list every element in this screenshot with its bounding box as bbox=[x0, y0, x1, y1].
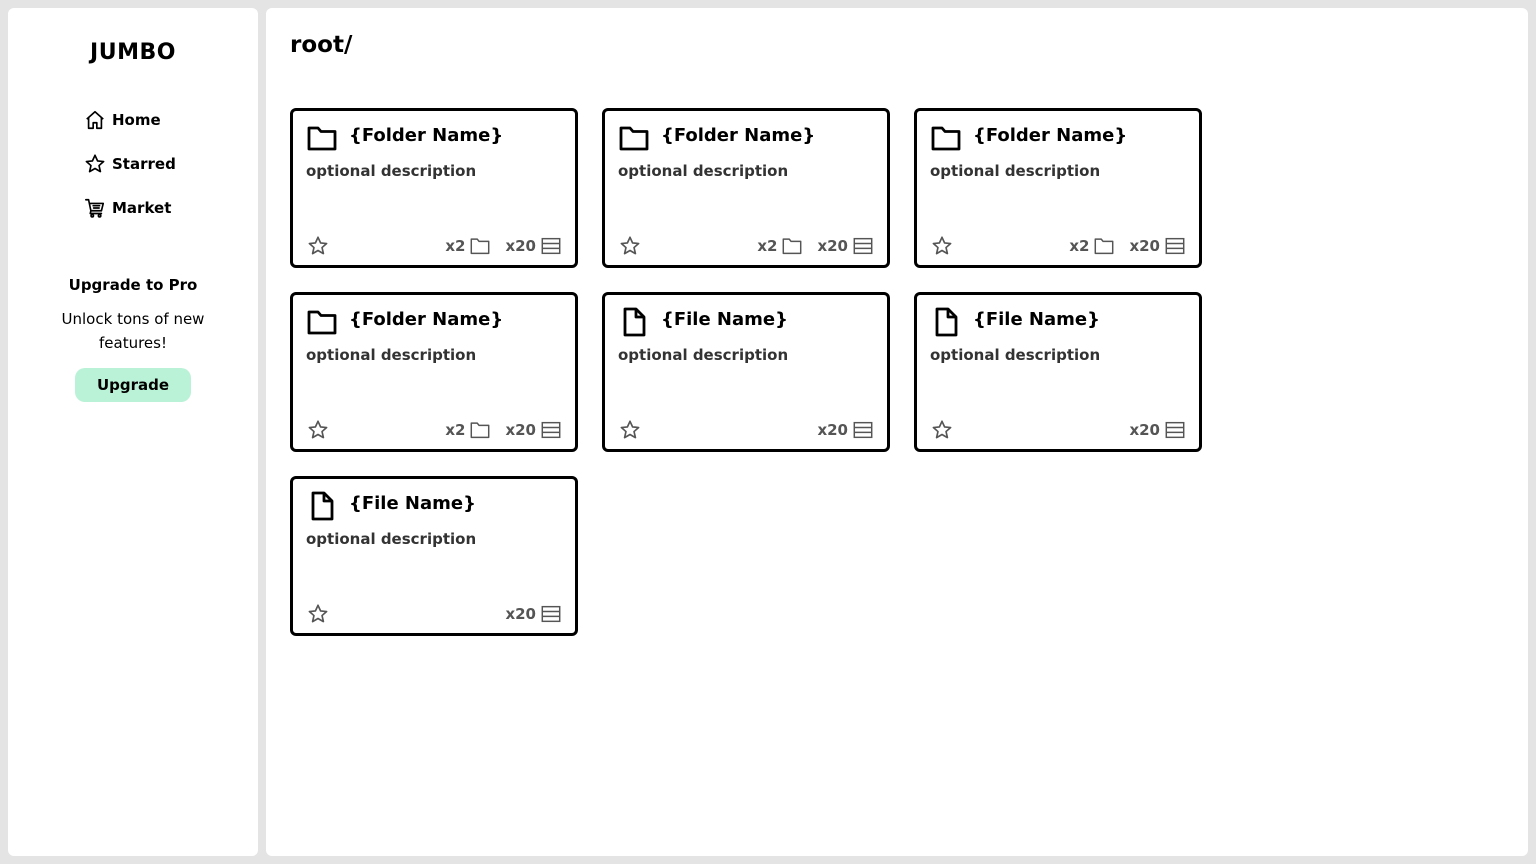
card-stats: x2 x20 bbox=[757, 234, 874, 258]
entry-count: x20 bbox=[1129, 421, 1160, 439]
list-icon bbox=[541, 605, 561, 623]
list-icon bbox=[541, 237, 561, 255]
folder-card[interactable]: {Folder Name} optional description x2 x2… bbox=[290, 292, 578, 452]
list-icon bbox=[1165, 421, 1185, 439]
main-content: root/ {Folder Name} optional description… bbox=[266, 8, 1528, 856]
cart-icon bbox=[85, 198, 105, 218]
entry-count: x20 bbox=[817, 421, 848, 439]
folder-card[interactable]: {Folder Name} optional description x2 x2… bbox=[602, 108, 890, 268]
star-icon[interactable] bbox=[931, 419, 953, 441]
star-icon[interactable] bbox=[307, 603, 329, 625]
card-stats: x2 x20 bbox=[1069, 234, 1186, 258]
list-icon bbox=[853, 421, 873, 439]
file-icon bbox=[623, 307, 646, 337]
folder-icon bbox=[307, 126, 337, 151]
folder-count: x2 bbox=[445, 237, 466, 255]
home-icon bbox=[86, 110, 104, 130]
star-icon bbox=[85, 154, 105, 173]
card-description: optional description bbox=[306, 530, 477, 548]
entry-count: x20 bbox=[817, 237, 848, 255]
file-card[interactable]: {File Name} optional description x20 bbox=[914, 292, 1202, 452]
card-title: {File Name} bbox=[661, 309, 788, 330]
star-icon[interactable] bbox=[931, 235, 953, 257]
star-icon[interactable] bbox=[619, 235, 641, 257]
card-title: {Folder Name} bbox=[661, 125, 816, 146]
app-logo[interactable]: JUMBO bbox=[90, 40, 176, 65]
entry-count: x20 bbox=[1129, 237, 1160, 255]
star-icon[interactable] bbox=[619, 419, 641, 441]
card-description: optional description bbox=[618, 346, 789, 364]
nav-item-market[interactable]: Market bbox=[84, 194, 171, 222]
folder-icon bbox=[470, 238, 490, 255]
card-title: {File Name} bbox=[973, 309, 1100, 330]
entry-count: x20 bbox=[505, 605, 536, 623]
card-stats: x2 x20 bbox=[445, 418, 562, 442]
folder-icon bbox=[470, 422, 490, 439]
folder-count: x2 bbox=[1069, 237, 1090, 255]
nav-item-home[interactable]: Home bbox=[84, 106, 161, 134]
card-stats: x2 x20 bbox=[445, 234, 562, 258]
folder-card[interactable]: {Folder Name} optional description x2 x2… bbox=[290, 108, 578, 268]
page-title: root/ bbox=[290, 32, 353, 58]
nav-item-label: Starred bbox=[112, 155, 176, 173]
file-icon bbox=[935, 307, 958, 337]
folder-card[interactable]: {Folder Name} optional description x2 x2… bbox=[914, 108, 1202, 268]
folder-count: x2 bbox=[757, 237, 778, 255]
file-card[interactable]: {File Name} optional description x20 bbox=[602, 292, 890, 452]
folder-icon bbox=[307, 310, 337, 335]
card-stats: x20 bbox=[817, 418, 874, 442]
card-title: {File Name} bbox=[349, 493, 476, 514]
card-title: {Folder Name} bbox=[349, 125, 504, 146]
list-icon bbox=[541, 421, 561, 439]
nav-item-label: Market bbox=[112, 199, 172, 217]
card-title: {Folder Name} bbox=[973, 125, 1128, 146]
card-title: {Folder Name} bbox=[349, 309, 504, 330]
card-description: optional description bbox=[930, 162, 1101, 180]
folder-icon bbox=[931, 126, 961, 151]
card-description: optional description bbox=[930, 346, 1101, 364]
upgrade-button[interactable]: Upgrade bbox=[75, 368, 191, 402]
card-description: optional description bbox=[306, 162, 477, 180]
card-stats: x20 bbox=[505, 602, 562, 626]
folder-icon bbox=[619, 126, 649, 151]
star-icon[interactable] bbox=[307, 235, 329, 257]
star-icon[interactable] bbox=[307, 419, 329, 441]
folder-count: x2 bbox=[445, 421, 466, 439]
card-stats: x20 bbox=[1129, 418, 1186, 442]
upgrade-description: Unlock tons of new features! bbox=[61, 310, 205, 352]
file-card[interactable]: {File Name} optional description x20 bbox=[290, 476, 578, 636]
card-description: optional description bbox=[306, 346, 477, 364]
nav-item-starred[interactable]: Starred bbox=[84, 150, 176, 178]
folder-icon bbox=[782, 238, 802, 255]
folder-icon bbox=[1094, 238, 1114, 255]
nav-item-label: Home bbox=[112, 111, 161, 129]
entry-count: x20 bbox=[505, 421, 536, 439]
list-icon bbox=[853, 237, 873, 255]
sidebar: JUMBO Home Starred Market Upgrade to Pro… bbox=[8, 8, 258, 856]
upgrade-title: Upgrade to Pro bbox=[68, 276, 198, 294]
file-icon bbox=[311, 491, 334, 521]
card-description: optional description bbox=[618, 162, 789, 180]
list-icon bbox=[1165, 237, 1185, 255]
entry-count: x20 bbox=[505, 237, 536, 255]
